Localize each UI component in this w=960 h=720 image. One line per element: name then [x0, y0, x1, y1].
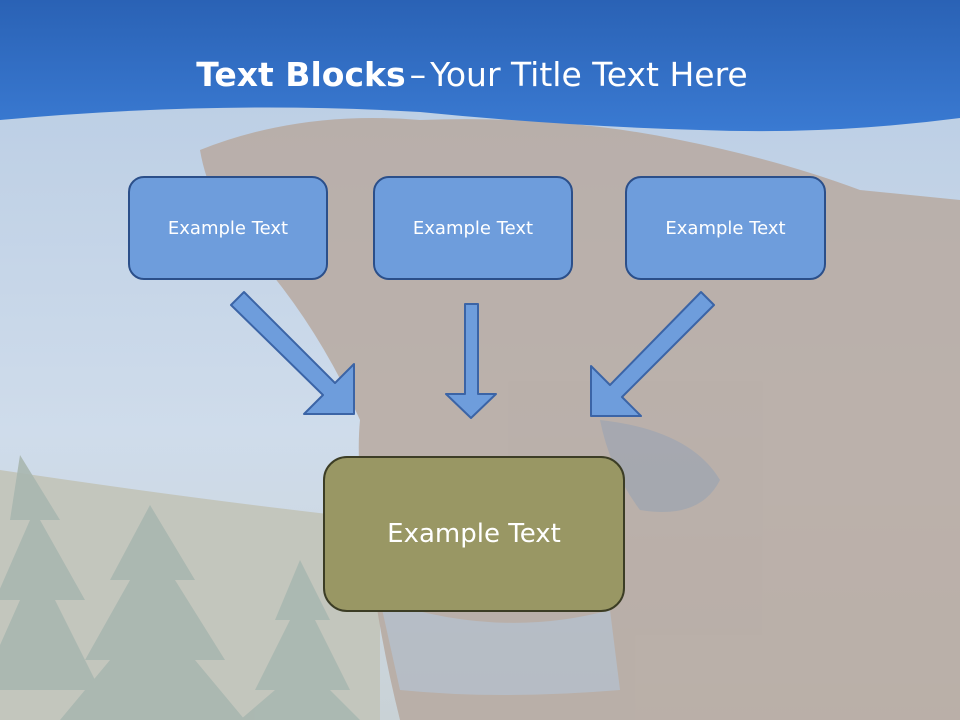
arrow-left-diagonal: [230, 291, 355, 415]
result-block: Example Text: [323, 456, 625, 612]
text-block-3-label: Example Text: [665, 217, 786, 239]
title-rest: Your Title Text Here: [430, 55, 748, 94]
text-block-2-label: Example Text: [412, 217, 534, 239]
title-dash: –: [409, 55, 427, 94]
result-block-label: Example Text: [387, 519, 561, 549]
text-block-1: Example Text: [128, 176, 328, 280]
text-block-1-label: Example Text: [167, 217, 289, 239]
text-block-2: Example Text: [373, 176, 573, 280]
trees: [0, 455, 360, 720]
title-bold: Text Blocks: [196, 55, 406, 94]
arrow-down: [445, 303, 497, 419]
text-block-3: Example Text: [625, 176, 826, 280]
slide-title: Text Blocks–Your Title Text Here: [0, 52, 944, 98]
arrow-right-diagonal: [590, 291, 715, 417]
